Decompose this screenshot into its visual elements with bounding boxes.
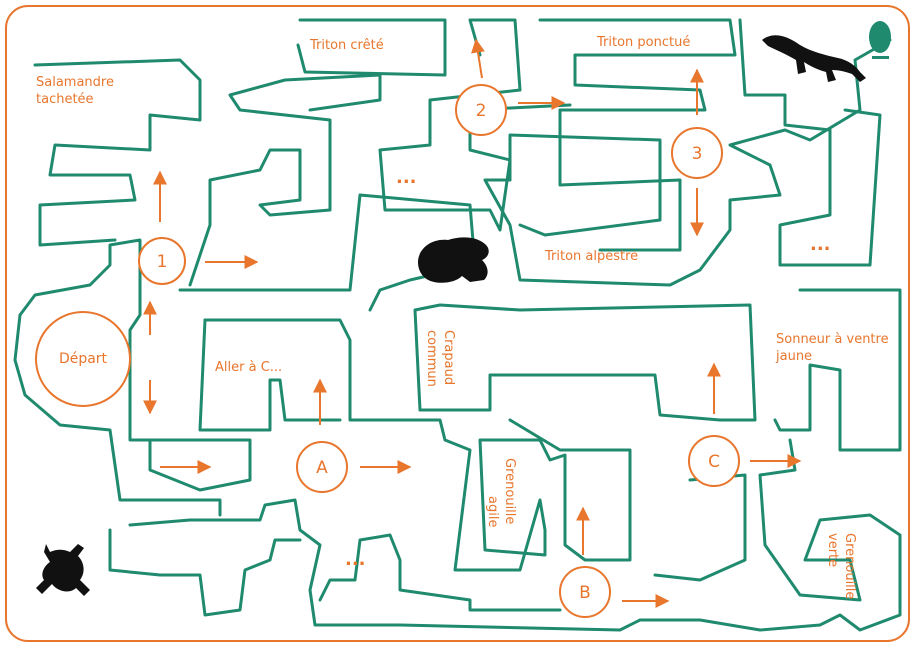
wall-segment	[415, 305, 755, 420]
node-c[interactable]: C	[689, 436, 739, 486]
wall-segment	[655, 475, 745, 580]
dead-end-dots: ...	[396, 167, 417, 188]
label-grenouille-agile-line2: agile	[485, 496, 500, 527]
label-sonneur-line2: jaune	[775, 349, 812, 364]
node-a-label: A	[316, 458, 328, 478]
node-c-label: C	[708, 452, 720, 472]
node-2-label: 2	[476, 101, 487, 121]
label-grenouille-verte-line2: verte	[825, 533, 840, 567]
label-crapaud-line2: commun	[424, 330, 439, 387]
node-2[interactable]: 2	[456, 85, 506, 135]
label-salamandre-line2: tachetée	[36, 92, 94, 107]
start-node[interactable]: Départ	[36, 312, 130, 406]
label-salamandre-line1: Salamandre	[36, 75, 114, 90]
node-b[interactable]: B	[560, 567, 610, 617]
wall-segment	[190, 75, 380, 285]
arrow-segment	[476, 40, 482, 78]
node-3[interactable]: 3	[672, 128, 722, 178]
label-triton-ponctue: Triton ponctué	[596, 35, 690, 50]
wall-segment	[320, 535, 560, 610]
wall-segment	[775, 290, 900, 450]
label-triton-crete: Triton crêté	[309, 38, 384, 53]
frog-silhouette-icon	[418, 237, 489, 282]
label-grenouille-agile-line1: Grenouille	[502, 458, 517, 524]
label-grenouille-verte-line1: Grenouille	[842, 533, 857, 599]
node-b-label: B	[579, 583, 591, 603]
park-logo-icon	[869, 21, 891, 59]
label-triton-alpestre: Triton alpestre	[544, 249, 638, 264]
salamander-silhouette-icon	[762, 35, 866, 82]
dead-end-dots: ...	[345, 549, 366, 570]
node-1-label: 1	[157, 252, 168, 272]
start-label: Départ	[59, 351, 108, 367]
toad-silhouette-icon	[36, 544, 90, 596]
node-1[interactable]: 1	[139, 238, 185, 284]
dead-end-dots: ...	[810, 234, 831, 255]
node-3-label: 3	[692, 144, 703, 164]
node-a[interactable]: A	[297, 442, 347, 492]
label-aller-c: Aller à C...	[215, 360, 282, 375]
label-sonneur-line1: Sonneur à ventre	[776, 332, 889, 347]
wall-segment	[110, 530, 300, 615]
label-crapaud-line1: Crapaud	[441, 330, 456, 385]
